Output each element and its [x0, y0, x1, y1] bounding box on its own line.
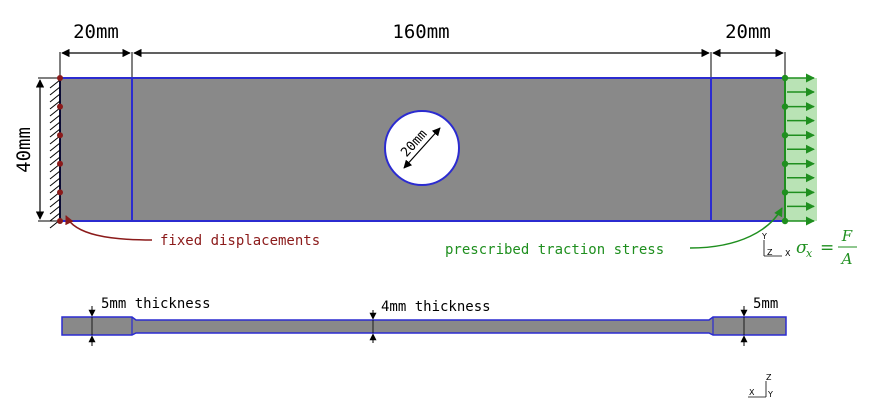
axis-bottom-y: Y [767, 390, 773, 399]
thickness-label-left: 5mm thickness [101, 296, 211, 312]
hatch-line [49, 156, 61, 166]
fixed-node [57, 103, 63, 110]
specimen-side-view: 5mm thickness 4mm thickness 5mm [61, 296, 787, 346]
traction-node [781, 103, 789, 110]
hatch-line [49, 86, 61, 96]
traction-node [781, 189, 789, 196]
fixed-support: fixed displacements [49, 75, 320, 249]
hatch-line [49, 198, 61, 208]
fixed-node [57, 132, 63, 139]
formula-numerator: F [841, 227, 853, 245]
fixed-leader-line [65, 215, 153, 241]
thickness-label-right: 5mm [753, 296, 778, 312]
traction-load: prescribed traction stress [445, 73, 815, 258]
axis-top-x: X [785, 249, 791, 258]
traction-node [781, 132, 789, 139]
hatch-line [49, 170, 61, 180]
side-view-profile [61, 316, 787, 336]
thickness-label-middle: 4mm thickness [381, 299, 491, 315]
hatch-line [49, 184, 61, 194]
hatch-line [49, 177, 61, 187]
dim-label-right: 20mm [725, 21, 771, 43]
hatch-line [49, 142, 61, 152]
height-dimension: 40mm [13, 77, 60, 222]
axis-bottom-x: X [749, 388, 755, 397]
traction-node [781, 160, 789, 167]
hatch-line [49, 107, 61, 117]
hatch-line [49, 128, 61, 138]
hole-diameter-arrow [403, 127, 441, 169]
fixed-node [57, 189, 63, 196]
fixed-node [57, 75, 63, 81]
axis-top-y: Y [761, 232, 767, 241]
fixed-node [57, 218, 63, 224]
fixed-label: fixed displacements [160, 233, 320, 249]
formula-subscript: x [806, 247, 813, 260]
axis-triad-bottom: Z X Y [748, 373, 773, 399]
dim-label-left: 20mm [73, 21, 119, 43]
hatch-line [49, 79, 61, 89]
formula-sigma: σ [796, 238, 808, 258]
traction-node [781, 217, 789, 225]
hatch-line [49, 114, 61, 124]
axis-top-z: Z [767, 248, 773, 257]
formula-equals: = [820, 238, 834, 258]
axis-bottom-z: Z [766, 373, 772, 382]
dim-label-height: 40mm [13, 127, 35, 173]
top-dimensions: 20mm 160mm 20mm [59, 21, 786, 78]
axis-triad-top: Y Z X [761, 232, 791, 258]
hatch-line [49, 149, 61, 159]
fixed-node [57, 160, 63, 167]
formula-denominator: A [840, 250, 853, 268]
hatch-line [49, 93, 61, 103]
hatch-line [49, 205, 61, 215]
stress-formula: σ x = F A [796, 227, 857, 268]
traction-leader-line [689, 207, 783, 249]
hatch-line [49, 121, 61, 131]
traction-node [781, 74, 789, 82]
traction-label: prescribed traction stress [445, 242, 664, 258]
hatch-line [49, 212, 61, 222]
specimen-top-view: 20mm [59, 77, 817, 222]
hatch-line [49, 100, 61, 110]
dim-label-middle: 160mm [392, 21, 449, 43]
